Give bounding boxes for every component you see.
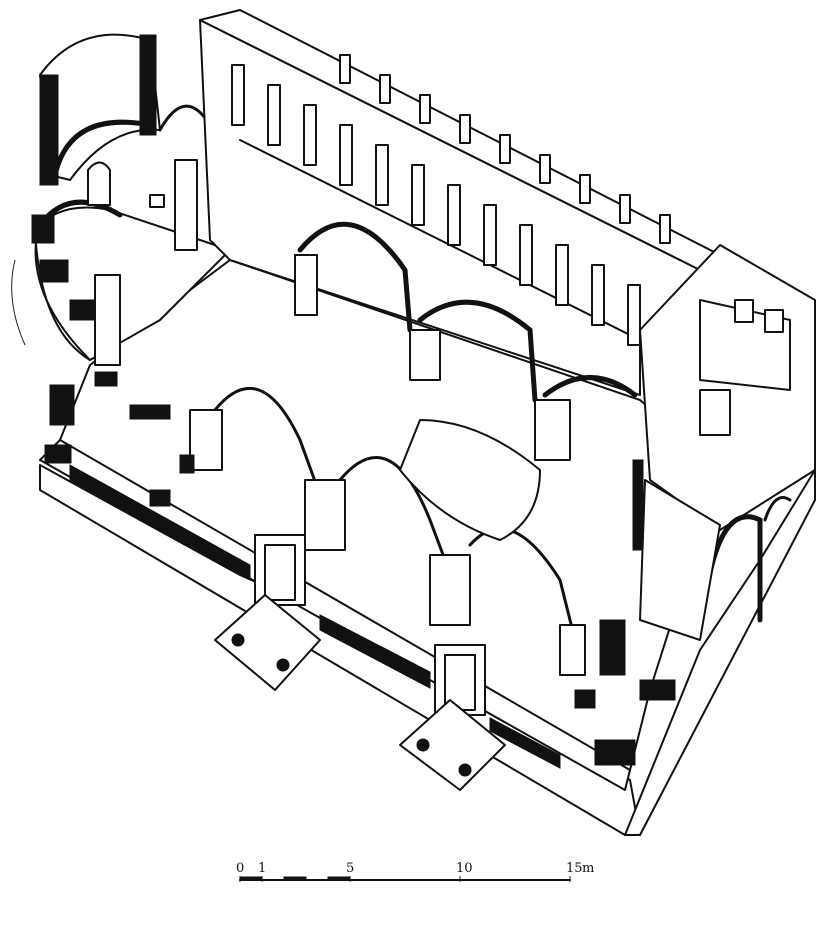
south-entrances	[214, 534, 506, 791]
scale-tick-label: 0	[236, 861, 244, 876]
nave-arcades	[94, 274, 586, 676]
scale-tick-label: 15	[566, 861, 583, 876]
scale-tick-label: 5	[346, 861, 354, 876]
parapet-merlons	[339, 54, 671, 244]
narthex	[632, 244, 816, 641]
apse	[11, 33, 231, 361]
pilaster-row	[231, 64, 641, 346]
scale-segment	[283, 876, 307, 881]
scale-segment	[327, 876, 351, 881]
scale-segments	[239, 876, 571, 882]
scale-tick-label: 10	[456, 861, 473, 876]
scale-unit-label: m	[582, 861, 594, 876]
scale-tick-label: 1	[258, 861, 266, 876]
scale-segment	[239, 876, 263, 881]
